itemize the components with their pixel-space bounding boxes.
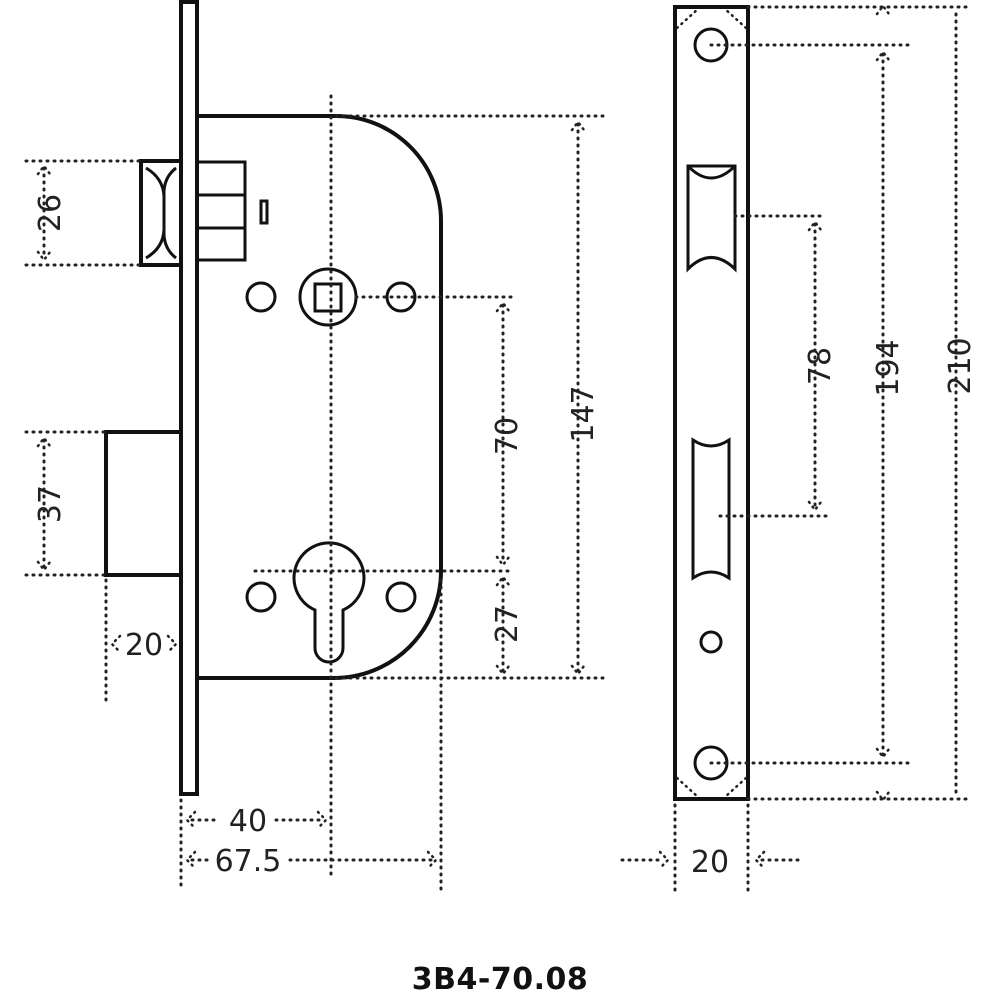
model-number: 3В4-70.08 bbox=[411, 962, 589, 997]
deadbolt-slot bbox=[691, 437, 731, 581]
faceplate-corners bbox=[675, 7, 748, 799]
side-arrow-heads bbox=[36, 119, 586, 870]
faceplate-dimension-lines bbox=[620, 5, 972, 892]
faceplate-view: 78 194 210 20 bbox=[620, 3, 978, 892]
cylinder-screw-hole-right bbox=[385, 581, 417, 613]
latch-slot bbox=[686, 164, 737, 273]
dim-backset: 40 bbox=[229, 804, 267, 839]
side-faceplate bbox=[179, 0, 199, 796]
dim-deadbolt-height: 37 bbox=[33, 485, 68, 523]
dim-slot-distance: 78 bbox=[803, 347, 838, 385]
dim-spindle-to-cylinder: 70 bbox=[490, 417, 525, 455]
dim-case-height: 147 bbox=[566, 385, 601, 442]
faceplate-cylinder-hole bbox=[699, 630, 723, 654]
faceplate-arrow-heads bbox=[658, 3, 891, 870]
side-dimension-lines bbox=[24, 94, 607, 892]
lock-side-view: 26 37 20 70 27 147 40 67.5 bbox=[24, 0, 607, 892]
latch-mechanism bbox=[195, 160, 269, 262]
dim-cylinder-to-bottom: 27 bbox=[490, 605, 525, 643]
lock-case bbox=[197, 114, 443, 680]
cylinder-screw-hole-left bbox=[245, 581, 277, 613]
hub-screw-hole-right bbox=[385, 281, 417, 313]
deadbolt bbox=[104, 430, 183, 577]
dim-case-depth: 67.5 bbox=[215, 844, 282, 879]
dim-screw-distance: 194 bbox=[871, 339, 906, 396]
dim-faceplate-height: 210 bbox=[943, 337, 978, 394]
dim-latch-height: 26 bbox=[33, 194, 68, 232]
dim-bolt-throw: 20 bbox=[125, 628, 163, 663]
faceplate bbox=[673, 5, 750, 801]
latch-bolt bbox=[139, 159, 183, 267]
dim-faceplate-width: 20 bbox=[691, 845, 729, 880]
hub-screw-hole-left bbox=[245, 281, 277, 313]
